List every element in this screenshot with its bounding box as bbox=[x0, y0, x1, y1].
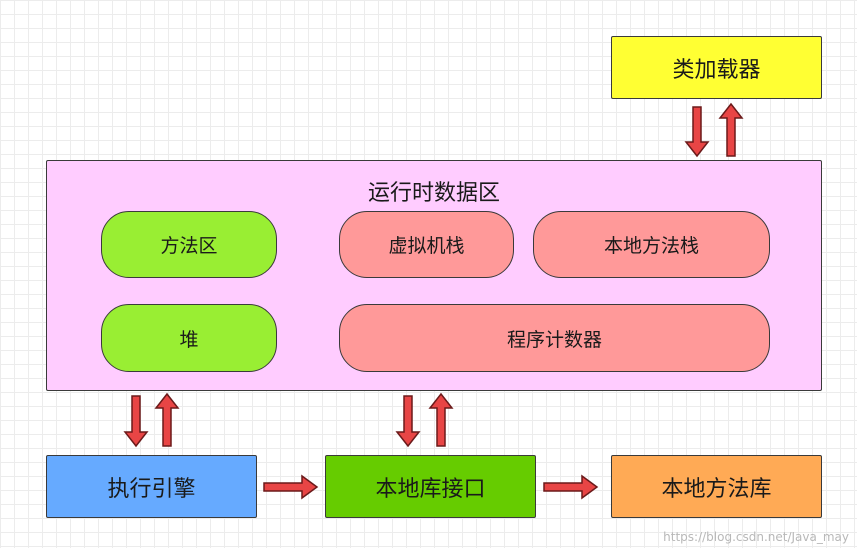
arrow-right-engine-to-interface bbox=[263, 474, 319, 500]
arrow-down-classloader-to-runtime bbox=[684, 106, 710, 158]
vm-stack: 虚拟机栈 bbox=[339, 211, 514, 278]
native-library-label: 本地方法库 bbox=[661, 476, 772, 502]
native-method-stack: 本地方法栈 bbox=[533, 211, 770, 278]
execution-engine-box: 执行引擎 bbox=[46, 455, 257, 518]
method-area: 方法区 bbox=[101, 211, 277, 278]
arrow-up-engine-to-runtime bbox=[154, 392, 180, 447]
arrow-right-interface-to-library bbox=[543, 474, 599, 500]
heap-label: 堆 bbox=[179, 328, 199, 351]
native-interface-box: 本地库接口 bbox=[325, 455, 536, 518]
execution-engine-label: 执行引擎 bbox=[107, 476, 196, 502]
arrow-down-runtime-to-interface bbox=[395, 395, 421, 448]
native-library-box: 本地方法库 bbox=[611, 455, 822, 518]
program-counter-label: 程序计数器 bbox=[506, 328, 602, 351]
arrow-up-runtime-to-classloader bbox=[718, 102, 744, 157]
watermark: https://blog.csdn.net/Java_may bbox=[663, 530, 849, 544]
vm-stack-label: 虚拟机栈 bbox=[388, 235, 465, 257]
arrow-up-interface-to-runtime bbox=[428, 392, 454, 447]
class-loader-label: 类加载器 bbox=[672, 57, 761, 83]
heap: 堆 bbox=[101, 304, 277, 372]
native-interface-label: 本地库接口 bbox=[375, 476, 486, 502]
class-loader-box: 类加载器 bbox=[611, 36, 822, 99]
arrow-down-runtime-to-engine bbox=[123, 395, 149, 448]
program-counter: 程序计数器 bbox=[339, 304, 770, 372]
method-area-label: 方法区 bbox=[160, 235, 218, 257]
runtime-data-area-title: 运行时数据区 bbox=[367, 181, 500, 206]
native-method-stack-label: 本地方法栈 bbox=[603, 235, 699, 257]
